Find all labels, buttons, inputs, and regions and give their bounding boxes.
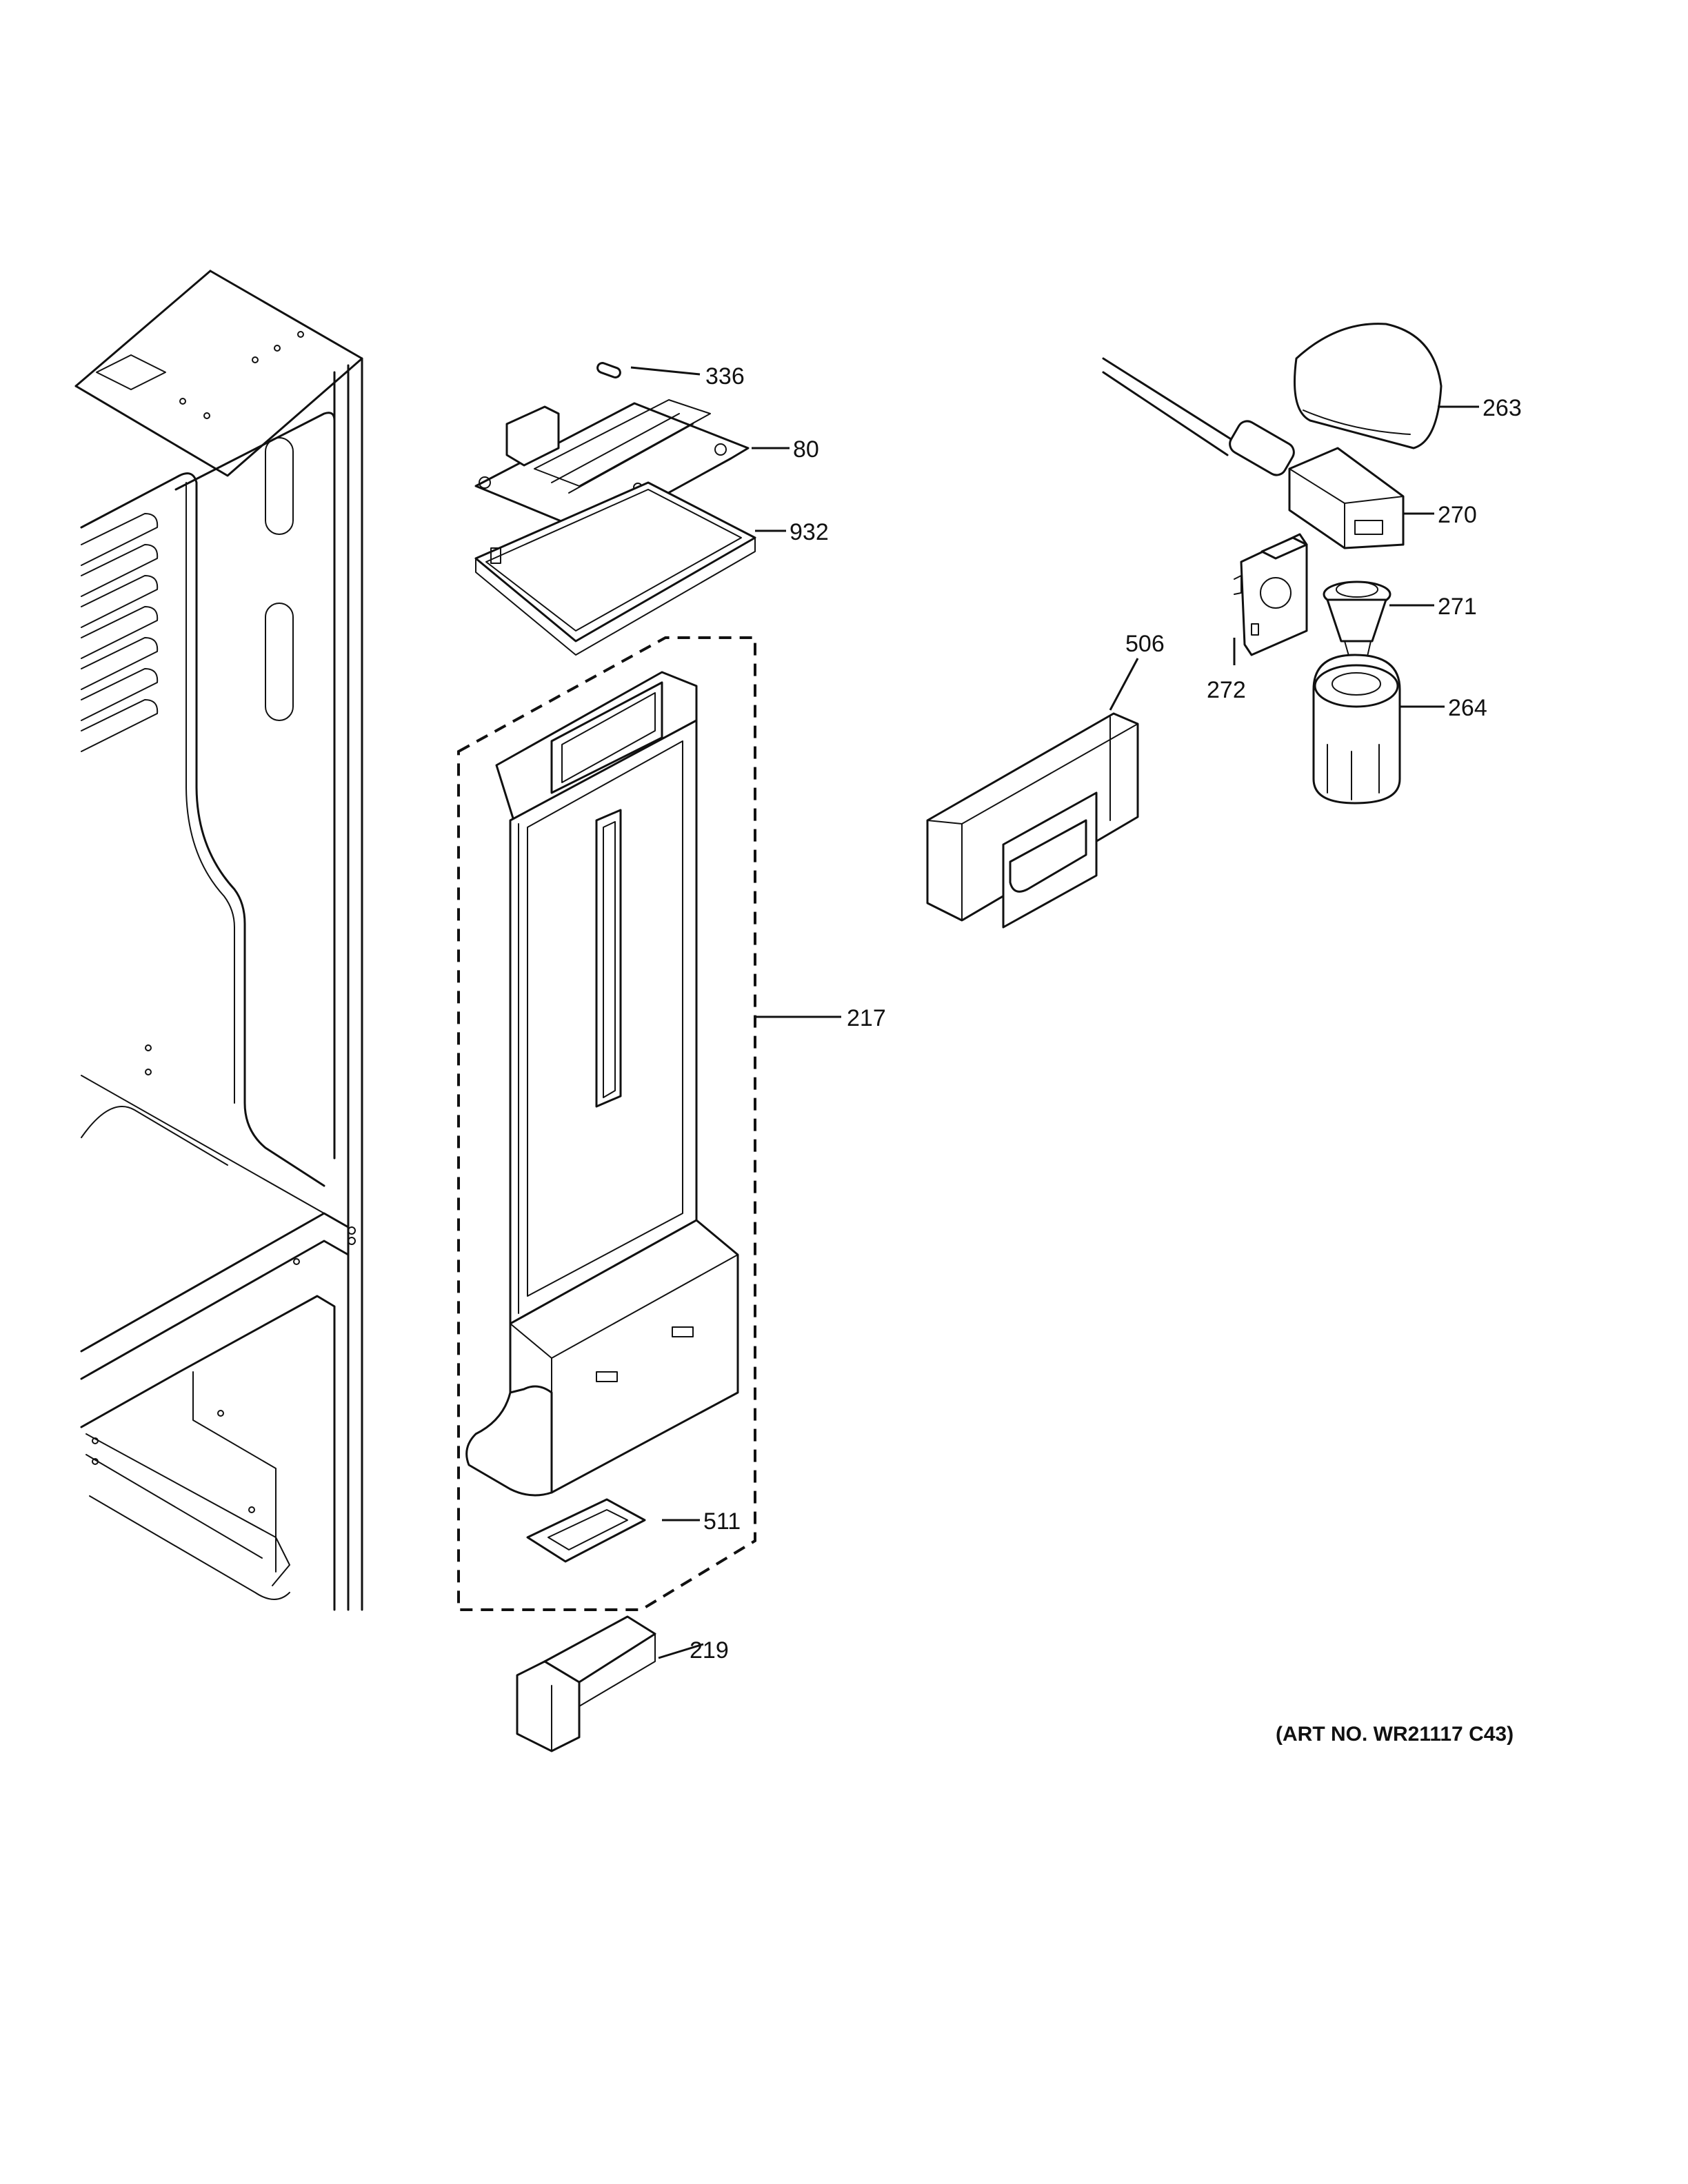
- callout-270: 270: [1438, 502, 1477, 528]
- callout-511: 511: [703, 1508, 741, 1535]
- part-336-pin: [596, 362, 621, 378]
- callout-217: 217: [847, 1005, 886, 1031]
- part-264-water-filter: [1312, 654, 1401, 805]
- part-270-filter-head: [1102, 357, 1405, 549]
- part-80-control-board: [474, 399, 750, 552]
- refrigerator-cabinet: [74, 270, 363, 1611]
- part-932-tray: [474, 481, 756, 656]
- part-272-bracket: [1234, 533, 1308, 656]
- cabinet-vent-ribs: [81, 513, 159, 752]
- callout-80: 80: [793, 436, 819, 463]
- part-271-valve: [1323, 580, 1391, 666]
- callout-271: 271: [1438, 594, 1477, 620]
- part-506-cover: [926, 712, 1139, 929]
- part-217-dispenser-housing: [465, 671, 739, 1497]
- callout-labels: 336 80 932 217 511 219 506 263 270 271 2…: [690, 363, 1522, 1664]
- part-219-funnel: [516, 1615, 656, 1752]
- part-511-gasket: [526, 1498, 646, 1563]
- callout-336: 336: [705, 363, 745, 390]
- callout-264: 264: [1448, 695, 1487, 721]
- part-263-filter-cap: [1294, 323, 1443, 449]
- callout-272: 272: [1207, 677, 1246, 703]
- art-number: (ART NO. WR21117 C43): [1276, 1723, 1514, 1746]
- callout-263: 263: [1483, 395, 1522, 421]
- callout-219: 219: [690, 1637, 729, 1664]
- callout-932: 932: [790, 519, 829, 545]
- leader-lines: [630, 366, 1479, 1659]
- callout-506: 506: [1125, 631, 1165, 657]
- assembly-217-boundary: [457, 636, 756, 1611]
